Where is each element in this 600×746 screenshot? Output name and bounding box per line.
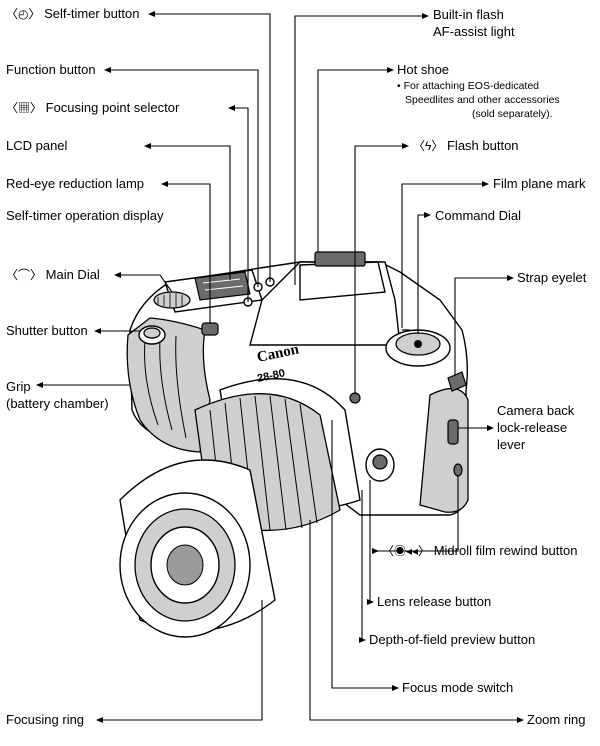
camera-back-lever — [447, 419, 459, 445]
label-camera-back-line3: lever — [497, 437, 526, 452]
label-self-timer-button: 〈◴〉 Self-timer button — [6, 6, 140, 21]
label-hot-shoe: Hot shoe — [397, 62, 450, 77]
label-builtin-flash-line1: Built-in flash — [433, 7, 504, 22]
label-grip-line1: Grip — [6, 379, 31, 394]
leader-red-eye — [165, 183, 211, 323]
label-grip-line2: (battery chamber) — [6, 396, 109, 411]
lens-focal-text: 28-80 — [256, 367, 286, 385]
self-timer-icon: 〈◴〉 — [6, 7, 41, 21]
label-shutter-button: Shutter button — [6, 323, 88, 338]
label-lcd-panel: LCD panel — [6, 138, 68, 153]
label-camera-back-line2: lock-release — [497, 420, 568, 435]
leader-focusing-ring — [100, 600, 263, 721]
leader-arrowheads — [36, 11, 524, 723]
label-film-plane-mark: Film plane mark — [493, 176, 586, 191]
strap-eyelet — [447, 371, 467, 392]
label-main-dial: 〈⌒〉 Main Dial — [6, 267, 100, 282]
leader-builtin-flash — [294, 15, 425, 285]
label-lens-release: Lens release button — [377, 594, 492, 609]
leader-strap-eyelet — [454, 277, 510, 376]
grip-ribs — [144, 335, 187, 439]
hot-shoe-note-1: • For attaching EOS-dedicated — [397, 80, 540, 92]
midroll-rewind-icon: 〈◉◂◂〉 — [382, 544, 431, 558]
label-focusing-ring: Focusing ring — [6, 712, 85, 727]
label-focus-mode-switch: Focus mode switch — [402, 680, 514, 695]
label-function-button: Function button — [6, 62, 96, 77]
leader-lcd — [148, 145, 231, 280]
label-flash-button: 〈ϟ〉 Flash button — [413, 138, 519, 153]
label-self-timer-display: Self-timer operation display — [6, 208, 164, 223]
main-dial — [153, 291, 191, 309]
midroll-button-shape — [453, 463, 463, 477]
focusing-point-icon: 〈▦〉 — [6, 101, 43, 115]
hot-shoe — [314, 251, 366, 267]
label-zoom-ring: Zoom ring — [527, 712, 586, 727]
leader-midroll — [375, 476, 459, 552]
hot-shoe-note-3: (sold separately). — [472, 108, 553, 120]
leader-focus-mode — [331, 420, 395, 689]
label-strap-eyelet: Strap eyelet — [517, 270, 587, 285]
grip — [126, 317, 211, 453]
flash-button — [349, 392, 361, 404]
label-red-eye-lamp: Red-eye reduction lamp — [6, 176, 145, 191]
label-camera-back-line1: Camera back — [497, 403, 575, 418]
leader-flash-button — [354, 145, 405, 393]
leader-focusing-point — [232, 107, 249, 302]
label-builtin-flash-line2: AF-assist light — [433, 24, 515, 39]
label-dof-preview: Depth-of-field preview button — [369, 632, 536, 647]
label-midroll-rewind: 〈◉◂◂〉 Midroll film rewind button — [382, 543, 578, 558]
leader-hot-shoe — [317, 69, 390, 252]
leader-function — [108, 69, 259, 287]
leader-self-timer — [152, 13, 271, 282]
flash-icon: 〈ϟ〉 — [413, 139, 444, 153]
label-focusing-point-selector: 〈▦〉 Focusing point selector — [6, 100, 180, 115]
leader-film-plane — [401, 183, 485, 328]
leader-zoom-ring — [309, 520, 520, 721]
leader-main-dial — [118, 274, 173, 293]
red-eye-lamp — [201, 322, 219, 336]
main-dial-icon: 〈⌒〉 — [6, 268, 43, 282]
hot-shoe-note-2: Speedlites and other accessories — [405, 94, 560, 106]
label-command-dial: Command Dial — [435, 208, 521, 223]
